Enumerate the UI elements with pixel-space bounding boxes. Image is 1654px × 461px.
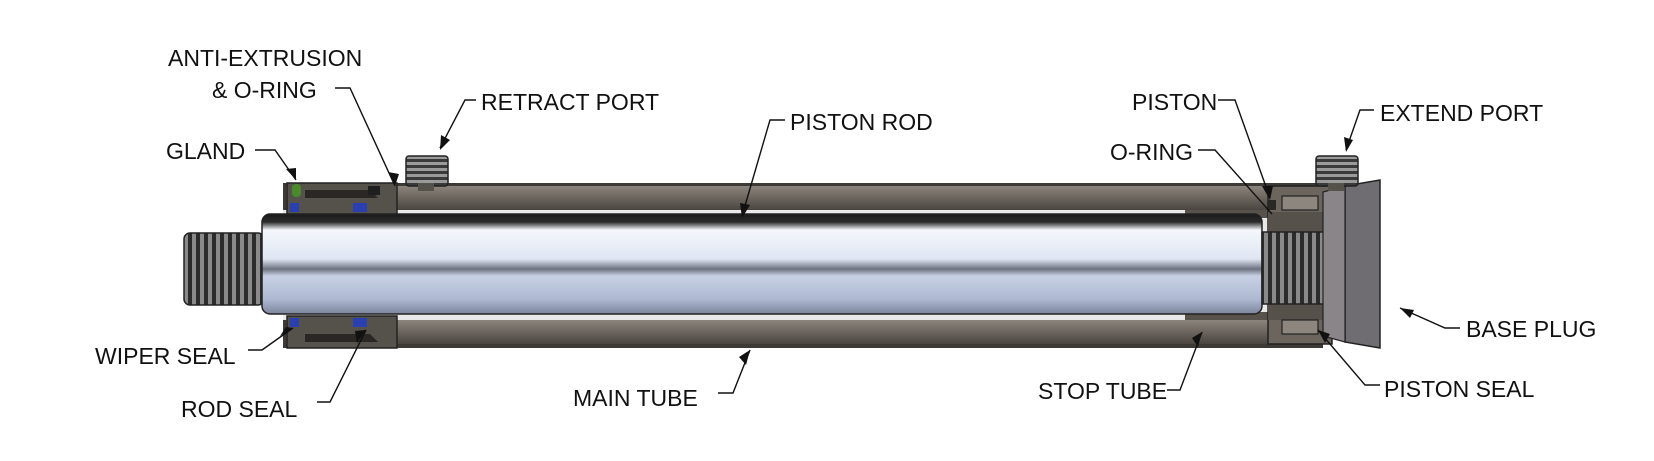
leader-arrowheads xyxy=(280,135,1414,365)
label-o-ring: O-RING xyxy=(1110,139,1194,165)
gland xyxy=(286,182,398,349)
gland-o-ring xyxy=(292,184,301,197)
label-stop-tube: STOP TUBE xyxy=(1038,378,1168,404)
piston-rod xyxy=(261,213,1263,315)
label-rod-seal: ROD SEAL xyxy=(181,396,298,422)
label-main-tube: MAIN TUBE xyxy=(573,385,698,411)
anti-extrusion-ring xyxy=(368,186,380,195)
label-piston: PISTON xyxy=(1132,89,1218,115)
wiper-seal xyxy=(290,203,299,327)
extend-port xyxy=(1315,155,1359,191)
label-wiper-seal: WIPER SEAL xyxy=(95,343,236,369)
piston-o-ring xyxy=(1268,200,1276,210)
rod-thread-left xyxy=(184,233,264,305)
retract-port xyxy=(405,155,449,191)
label-retract-port: RETRACT PORT xyxy=(481,89,660,115)
label-base-plug: BASE PLUG xyxy=(1466,316,1597,342)
label-anti-extrusion-line2: & O-RING xyxy=(212,77,317,103)
leader-lines xyxy=(248,87,1460,403)
label-piston-rod: PISTON ROD xyxy=(790,109,933,135)
piston-seal xyxy=(1281,195,1319,211)
rod-seal xyxy=(353,203,367,327)
label-piston-seal: PISTON SEAL xyxy=(1384,376,1535,402)
label-gland: GLAND xyxy=(166,138,246,164)
label-extend-port: EXTEND PORT xyxy=(1380,100,1544,126)
base-plug xyxy=(1322,179,1381,349)
label-anti-extrusion-line1: ANTI-EXTRUSION xyxy=(168,45,363,71)
